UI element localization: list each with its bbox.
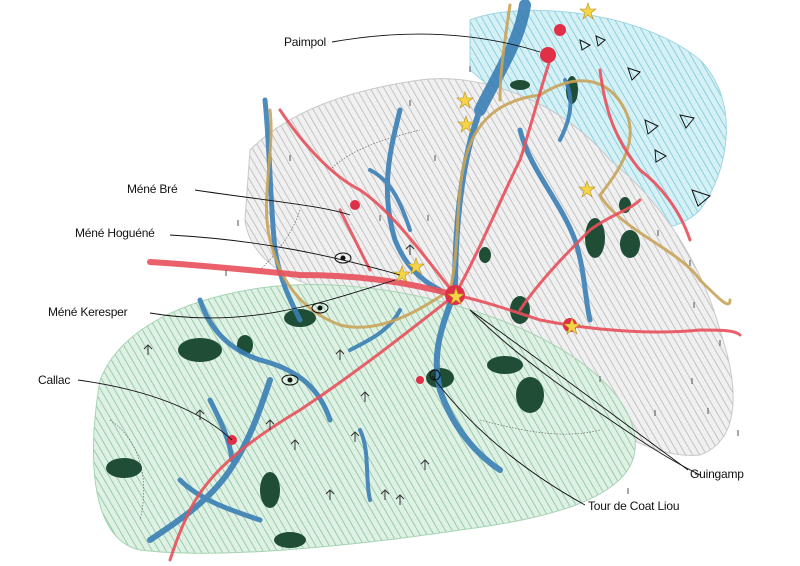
spot-markers xyxy=(225,66,739,494)
star-icon xyxy=(563,317,581,335)
triangle-icon xyxy=(644,119,659,135)
windmill-markers xyxy=(143,244,430,505)
windmill-icon xyxy=(265,419,275,430)
label-mene-bre: Méné Bré xyxy=(127,182,178,196)
triangle-icon xyxy=(595,35,606,47)
triangle-icon xyxy=(691,189,712,207)
eye-icon xyxy=(281,374,299,386)
star-icon xyxy=(447,287,465,305)
road-network xyxy=(147,58,742,562)
label-callac: Callac xyxy=(38,373,70,387)
star-icon xyxy=(456,91,474,109)
eye-icon xyxy=(311,302,329,314)
coastal-markers xyxy=(579,35,712,207)
label-mene-keresper: Méné Keresper xyxy=(48,305,128,319)
label-tour-coat-liou: Tour de Coat Liou xyxy=(588,499,679,513)
windmill-icon xyxy=(405,244,415,255)
windmill-icon xyxy=(143,344,153,355)
windmill-icon xyxy=(395,494,405,505)
windmill-icon xyxy=(360,391,370,402)
windmill-icon xyxy=(325,489,335,500)
star-icon xyxy=(407,257,425,275)
windmill-icon xyxy=(350,431,360,442)
landmark-stars xyxy=(393,2,597,335)
triangle-icon xyxy=(654,149,668,163)
label-leaders xyxy=(77,33,689,506)
label-mene-hogene: Méné Hoguéné xyxy=(75,226,155,240)
triangle-icon xyxy=(579,39,592,51)
star-icon xyxy=(393,265,411,283)
star-icon xyxy=(457,115,475,133)
star-icon xyxy=(578,180,596,198)
windmill-icon xyxy=(420,459,430,470)
triangle-icon xyxy=(627,67,641,81)
river-network xyxy=(147,0,593,543)
windmill-icon xyxy=(290,439,300,450)
windmill-icon xyxy=(380,489,390,500)
bocage-zone xyxy=(93,284,636,554)
label-guingamp: Guingamp xyxy=(690,467,744,481)
windmill-icon xyxy=(195,409,205,420)
hiking-trails xyxy=(264,3,732,329)
triangle-icon xyxy=(679,114,695,129)
windmill-icon xyxy=(335,349,345,360)
label-paimpol: Paimpol xyxy=(284,35,326,49)
star-icon xyxy=(579,2,597,20)
